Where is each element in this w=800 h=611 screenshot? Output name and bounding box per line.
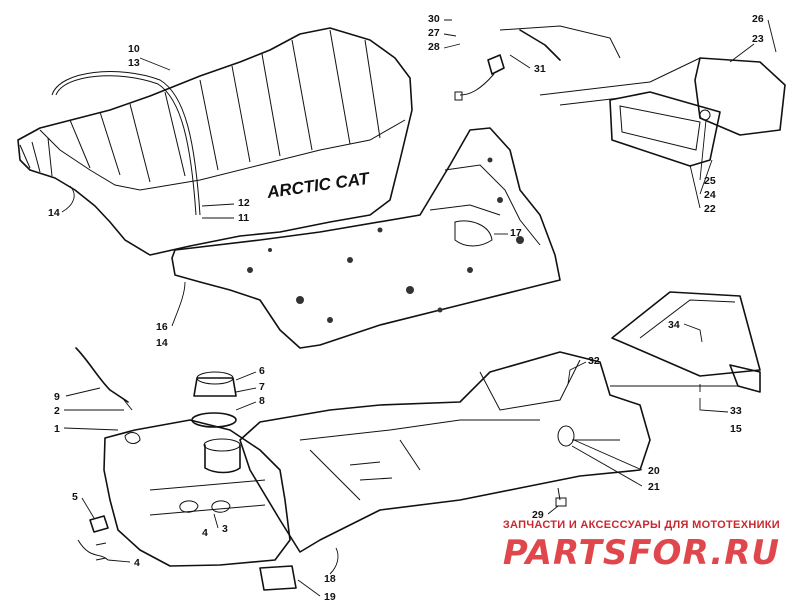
callout-3: 3 xyxy=(222,523,228,535)
watermark-brand-parts: PARTS xyxy=(503,533,628,573)
callout-14: 14 xyxy=(48,207,60,219)
callout-20: 20 xyxy=(648,465,660,477)
callout-34: 34 xyxy=(668,319,680,331)
callout-15: 15 xyxy=(730,423,742,435)
callout-13: 13 xyxy=(128,57,140,69)
callout-22: 22 xyxy=(704,203,716,215)
callout-33: 33 xyxy=(730,405,742,417)
callouts: 10 13 14 12 11 17 16 14 30 27 28 31 26 2… xyxy=(48,13,777,603)
callout-2: 2 xyxy=(54,405,60,417)
callout-27: 27 xyxy=(428,27,440,39)
callout-9: 9 xyxy=(54,391,60,403)
tunnel-body xyxy=(239,351,651,591)
seat: ARCTIC CAT xyxy=(17,27,413,256)
callout-18: 18 xyxy=(324,573,336,585)
watermark-tagline: ЗАПЧАСТИ И АКСЕССУАРЫ ДЛЯ МОТОТЕХНИКИ xyxy=(503,519,780,531)
callout-5: 5 xyxy=(72,491,78,503)
callout-11: 11 xyxy=(238,212,249,224)
watermark-brand-for: FOR xyxy=(628,533,710,573)
callout-4: 4 xyxy=(134,557,140,569)
callout-24: 24 xyxy=(704,189,716,201)
callout-7: 7 xyxy=(259,381,265,393)
callout-6: 6 xyxy=(259,365,265,377)
callout-8: 8 xyxy=(259,395,265,407)
callout-26: 26 xyxy=(752,13,764,25)
fuel-tank xyxy=(75,347,291,567)
callout-1: 1 xyxy=(54,423,60,435)
callout-28: 28 xyxy=(428,41,440,53)
callout-29: 29 xyxy=(532,509,544,521)
seat-base xyxy=(171,127,561,349)
callout-4b: 4 xyxy=(202,527,208,539)
seat-brand-label: ARCTIC CAT xyxy=(265,169,372,202)
callout-32: 32 xyxy=(588,355,600,367)
callout-10: 10 xyxy=(128,43,140,55)
watermark-brand-ru: .RU xyxy=(710,533,780,573)
callout-25: 25 xyxy=(704,175,716,187)
callout-14b: 14 xyxy=(156,337,168,349)
callout-31: 31 xyxy=(534,63,546,75)
callout-21: 21 xyxy=(648,481,660,493)
watermark-brand: PARTSFOR.RU xyxy=(503,533,780,573)
callout-16: 16 xyxy=(156,321,168,333)
texture-speckles xyxy=(247,157,524,323)
callout-30: 30 xyxy=(428,13,440,25)
snow-flap xyxy=(611,291,761,393)
callout-19: 19 xyxy=(324,591,336,603)
watermark: ЗАПЧАСТИ И АКСЕССУАРЫ ДЛЯ МОТОТЕХНИКИ PA… xyxy=(503,519,780,573)
callout-12: 12 xyxy=(238,197,250,209)
taillight-assembly xyxy=(454,25,786,167)
callout-17: 17 xyxy=(510,227,522,239)
callout-23: 23 xyxy=(752,33,764,45)
